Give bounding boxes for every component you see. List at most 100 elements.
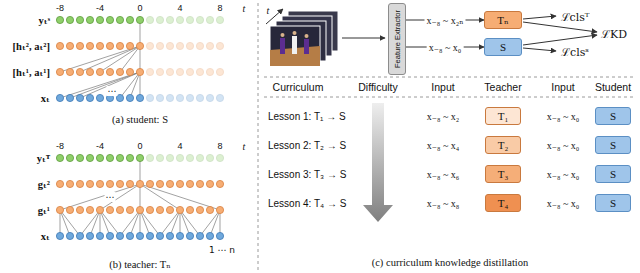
time-step-dot	[206, 232, 213, 239]
node-label: S	[500, 41, 506, 53]
time-step-dot	[106, 232, 113, 239]
tick-label: 8	[216, 3, 223, 13]
dependency-line	[100, 210, 110, 236]
input-arrow	[342, 38, 385, 39]
loss-label: ℒclsᵀ	[560, 9, 591, 24]
time-step-dot	[66, 42, 73, 49]
node-label: S	[610, 197, 616, 209]
tick-label: 4	[176, 3, 183, 13]
tick-label: -4	[95, 3, 105, 13]
input-range: x₋₈ ~ x₂	[426, 111, 461, 122]
time-step-dot	[166, 42, 173, 49]
time-step-dot	[106, 42, 113, 49]
time-step-dot	[206, 154, 213, 161]
time-step-dot	[216, 206, 223, 213]
time-step-dot	[196, 232, 203, 239]
input-range: x₋₈ ~ x₆	[426, 169, 461, 180]
time-step-dot	[66, 94, 73, 101]
time-step-dot	[86, 16, 93, 23]
player	[304, 39, 309, 54]
ellipsis: ⋯	[105, 192, 116, 202]
player	[280, 38, 285, 54]
dependency-line	[60, 210, 70, 236]
time-step-dot	[216, 180, 223, 187]
time-step-dot	[146, 154, 153, 161]
teacher-box: T₂	[485, 136, 521, 154]
table-rule	[264, 97, 636, 98]
time-step-dot	[66, 16, 73, 23]
time-step-dot	[146, 94, 153, 101]
teacher-box: T₃	[485, 165, 521, 183]
time-step-dot	[126, 206, 133, 213]
time-step-dot	[106, 180, 113, 187]
time-step-dot	[186, 154, 193, 161]
input-range: x₋₈ ~ x₂ₙ	[425, 15, 466, 26]
time-step-dot	[96, 232, 103, 239]
video-frames	[270, 11, 338, 66]
time-step-dot	[106, 154, 113, 161]
time-step-dot	[176, 16, 183, 23]
time-step-dot	[176, 42, 183, 49]
column-header: Input	[430, 81, 455, 93]
time-step-dot	[136, 68, 143, 75]
axis-label: t	[266, 5, 271, 16]
student-box: S	[595, 165, 631, 183]
time-step-dot	[76, 154, 83, 161]
time-step-dot	[156, 154, 163, 161]
player-head	[293, 31, 297, 35]
row-label: [hₜ¹, aₜ¹]	[12, 66, 51, 78]
time-step-dot	[206, 42, 213, 49]
time-step-dot	[66, 232, 73, 239]
dependency-line	[210, 210, 220, 236]
node-label: S	[610, 110, 616, 122]
time-step-dot	[136, 16, 143, 23]
dependency-line	[90, 210, 100, 236]
time-step-dot	[116, 232, 123, 239]
node-label: T₂	[498, 139, 509, 151]
time-step-dot	[96, 68, 103, 75]
time-step-dot	[196, 16, 203, 23]
time-step-dot	[166, 206, 173, 213]
subfigure-caption: (a) student: S	[111, 114, 169, 125]
time-step-dot	[126, 154, 133, 161]
time-step-dot	[186, 16, 193, 23]
node-label: S	[610, 168, 616, 180]
time-step-dot	[186, 180, 193, 187]
subfigure-caption: (b) teacher: Tₙ	[108, 258, 171, 270]
panel-divider	[258, 3, 259, 270]
time-step-dot	[66, 180, 73, 187]
time-step-dot	[176, 68, 183, 75]
time-step-dot	[146, 232, 153, 239]
time-step-dot	[76, 42, 83, 49]
column-header: Input	[550, 81, 575, 93]
dependency-line	[180, 210, 190, 236]
time-step-dot	[56, 42, 63, 49]
time-step-dot	[196, 206, 203, 213]
time-step-dot	[136, 232, 143, 239]
time-step-dot	[156, 232, 163, 239]
time-step-dot	[66, 154, 73, 161]
lesson-label: Lesson 3: T₃ → S	[267, 169, 347, 180]
time-step-dot	[96, 42, 103, 49]
time-step-dot	[56, 154, 63, 161]
column-header: Student	[594, 81, 632, 93]
time-step-dot	[116, 42, 123, 49]
teacher-box: Tₙ	[484, 11, 522, 29]
time-step-dot	[76, 206, 83, 213]
column-header: Curriculum	[272, 81, 325, 93]
time-step-dot	[86, 206, 93, 213]
time-step-dot	[96, 180, 103, 187]
temporal-network	[56, 16, 223, 239]
time-step-dot	[216, 232, 223, 239]
input-range: x₋₈ ~ x₀	[427, 42, 464, 53]
time-step-dot	[116, 180, 123, 187]
lesson-label: Lesson 2: T₂ → S	[267, 140, 347, 151]
time-step-dot	[156, 42, 163, 49]
time-step-dot	[126, 232, 133, 239]
dependency-line	[140, 210, 150, 236]
time-step-dot	[56, 206, 63, 213]
teacher-box: T₄	[485, 194, 521, 212]
time-step-dot	[76, 16, 83, 23]
tick-label: 8	[216, 141, 223, 151]
time-step-dot	[106, 206, 113, 213]
